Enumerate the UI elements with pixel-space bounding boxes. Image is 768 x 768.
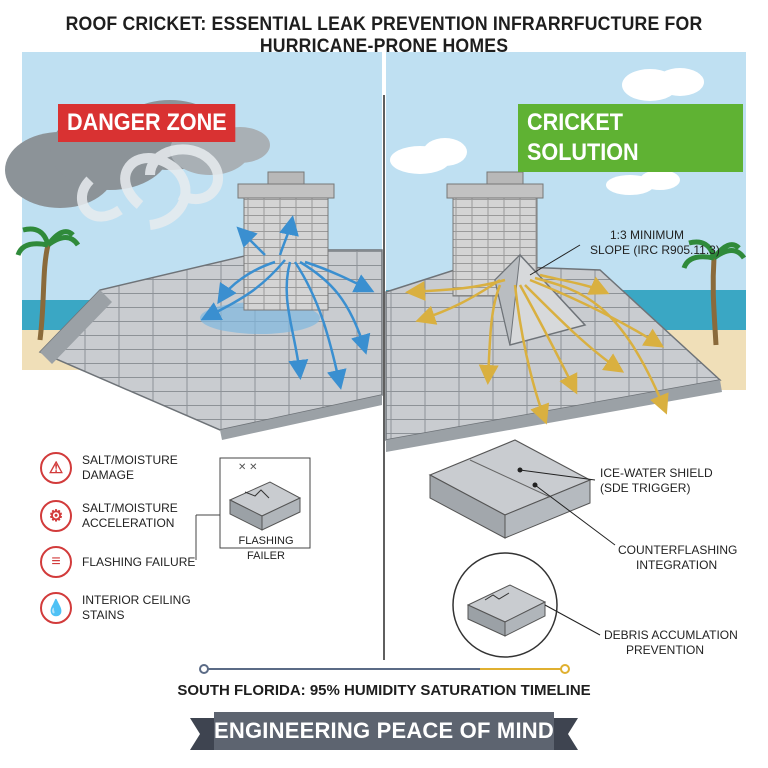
counterflashing-callout: COUNTERFLASHING INTEGRATION: [618, 543, 758, 573]
flashing-failure-inset: ✕ ✕: [195, 457, 311, 560]
debris-inset: [452, 552, 601, 658]
salt-moisture-damage-icon: ⚠: [40, 452, 72, 484]
danger-zone-badge: DANGER ZONE: [58, 104, 236, 142]
ice-water-shield-slab: [428, 439, 616, 546]
legend-item-line2: STAINS: [82, 608, 125, 622]
legend-item-line1: FLASHING FAILURE: [82, 554, 196, 569]
interior-ceiling-stains-icon: 💧: [40, 592, 72, 624]
ice-water-line1: ICE-WATER SHIELD: [600, 466, 713, 480]
palm-tree-right-icon: [681, 239, 747, 346]
salt-moisture-acceleration-icon: ⚙: [40, 500, 72, 532]
legend-item: ≡ FLASHING FAILURE: [40, 546, 202, 578]
ice-water-shield-callout: ICE-WATER SHIELD (SDE TRIGGER): [600, 466, 740, 496]
legend-item-line1: INTERIOR CEILING: [82, 593, 191, 607]
legend-item: ⚠ SALT/MOISTURE DAMAGE: [40, 452, 202, 484]
legend-item: ⚙ SALT/MOISTURE ACCELERATION: [40, 500, 202, 532]
slope-callout-line2: SLOPE (IRC R905.11.3): [590, 243, 720, 257]
counterflashing-line1: COUNTERFLASHING: [618, 543, 738, 557]
debris-callout: DEBRIS ACCUMLATION PREVENTION: [604, 628, 754, 658]
page-title: ROOF CRICKET: ESSENTIAL LEAK PREVENTION …: [65, 14, 703, 57]
legend-item-line1: SALT/MOISTURE: [82, 453, 178, 467]
legend-item-line2: ACCELERATION: [82, 516, 175, 530]
hurricane-swirl-icon: [76, 144, 223, 230]
diverted-water-arrows: [405, 273, 669, 425]
slope-callout: 1:3 MINIMUM SLOPE (IRC R905.11.3): [590, 228, 750, 258]
slope-callout-line1: 1:3 MINIMUM: [610, 228, 685, 242]
slope-leader-line: [529, 244, 581, 276]
legend-item: 💧 INTERIOR CEILING STAINS: [40, 592, 202, 624]
counterflashing-line2: INTEGRATION: [636, 558, 718, 572]
timeline-label: SOUTH FLORIDA: 95% HUMIDITY SATURATION T…: [177, 682, 591, 699]
legend-item-line2: DAMAGE: [82, 468, 135, 482]
debris-line1: DEBRIS ACCUMLATION: [604, 628, 738, 642]
legend-item-line1: SALT/MOISTURE: [82, 501, 178, 515]
roof-right: [385, 264, 722, 452]
banner-ribbon: [190, 712, 578, 750]
cloud-icon: [390, 68, 704, 195]
water-flow-arrows: [200, 215, 375, 390]
svg-text:✕ ✕: ✕ ✕: [238, 462, 258, 473]
banner-text: ENGINEERING PEACE OF MIND: [214, 718, 554, 743]
humidity-timeline: [199, 664, 570, 674]
palm-tree-left-icon: [15, 226, 81, 341]
cricket-solution-badge: CRICKET SOLUTION: [518, 104, 743, 172]
flashing-failure-icon: ≡: [40, 546, 72, 578]
flashing-failure-inset-label: FLASHING FAILER: [238, 535, 294, 562]
ice-water-line2: (SDE TRIGGER): [600, 481, 691, 495]
debris-line2: PREVENTION: [626, 643, 705, 657]
